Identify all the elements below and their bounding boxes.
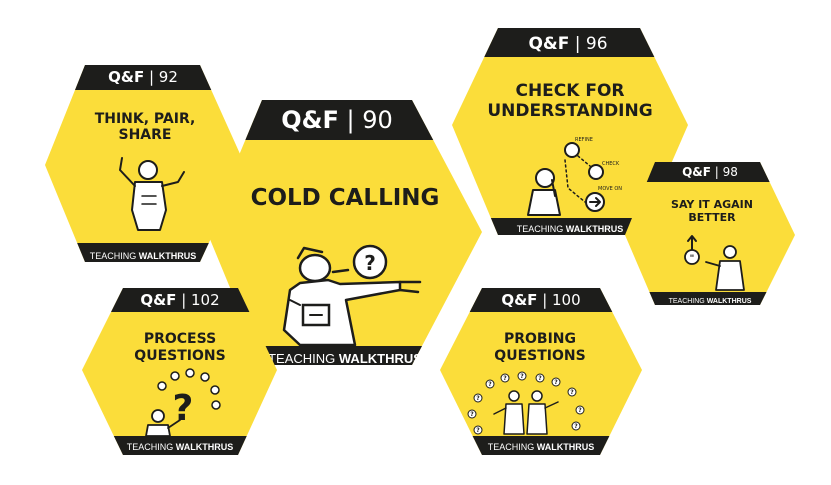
people-many-questions-icon: ? ? ? ? ? ? ? ? ? ? ?: [467, 371, 585, 435]
refine-cycle-icon: [564, 142, 580, 158]
svg-text:?: ?: [488, 381, 492, 388]
card-title: THINK, PAIR,SHARE: [95, 111, 196, 143]
svg-text:": ": [690, 254, 695, 264]
hexagon-background: [625, 162, 795, 305]
cycle-label-refine: REFINE: [575, 137, 593, 143]
reflective-person-cycle-icon: REFINE CHECK MOVE ON: [527, 137, 622, 216]
person-speech-upgrade-icon: ": [684, 235, 745, 291]
card-title: COLD CALLING: [251, 185, 440, 211]
svg-text:?: ?: [364, 251, 376, 275]
card-footer: [207, 346, 482, 365]
svg-text:?: ?: [538, 375, 542, 382]
svg-text:?: ?: [554, 379, 558, 386]
person-pointing-question-icon: ?: [282, 244, 422, 347]
card-footer: [440, 436, 642, 455]
card-tab: [625, 162, 795, 182]
card-footer: [45, 243, 245, 262]
card-footer-brand: TEACHING WALKTHRUS: [517, 224, 624, 234]
hexagon-background: [82, 288, 277, 455]
person-question-loop-icon: ?: [145, 368, 221, 437]
svg-text:?: ?: [520, 373, 524, 380]
card-footer-brand: TEACHING WALKTHRUS: [127, 442, 234, 452]
svg-text:?: ?: [574, 423, 578, 430]
svg-text:?: ?: [476, 395, 480, 402]
person-thinking-icon: [119, 157, 185, 231]
svg-text:?: ?: [476, 427, 480, 434]
card-footer-brand: TEACHING WALKTHRUS: [669, 298, 752, 305]
svg-text:?: ?: [470, 411, 474, 418]
card-tab-label: Q&F | 100: [501, 291, 580, 309]
card-tab-label: Q&F | 98: [682, 165, 738, 179]
svg-text:?: ?: [578, 407, 582, 414]
check-cycle-icon: [588, 164, 604, 180]
cycle-label-move-on: MOVE ON: [598, 186, 622, 192]
card-tab-label: Q&F | 102: [140, 291, 219, 309]
card-footer-brand: TEACHING WALKTHRUS: [90, 251, 197, 261]
card-footer: [625, 292, 795, 305]
card-footer-brand: TEACHING WALKTHRUS: [488, 442, 595, 452]
svg-text:?: ?: [503, 375, 507, 382]
card-tab-label: Q&F | 90: [281, 106, 393, 134]
svg-text:?: ?: [570, 389, 574, 396]
card-tab-label: Q&F | 96: [528, 34, 607, 54]
card-footer: [82, 436, 277, 455]
cycle-label-check: CHECK: [602, 161, 620, 167]
svg-text:?: ?: [173, 388, 194, 429]
card-tab-label: Q&F | 92: [108, 68, 178, 86]
card-footer-brand: TEACHING WALKTHRUS: [268, 351, 422, 366]
